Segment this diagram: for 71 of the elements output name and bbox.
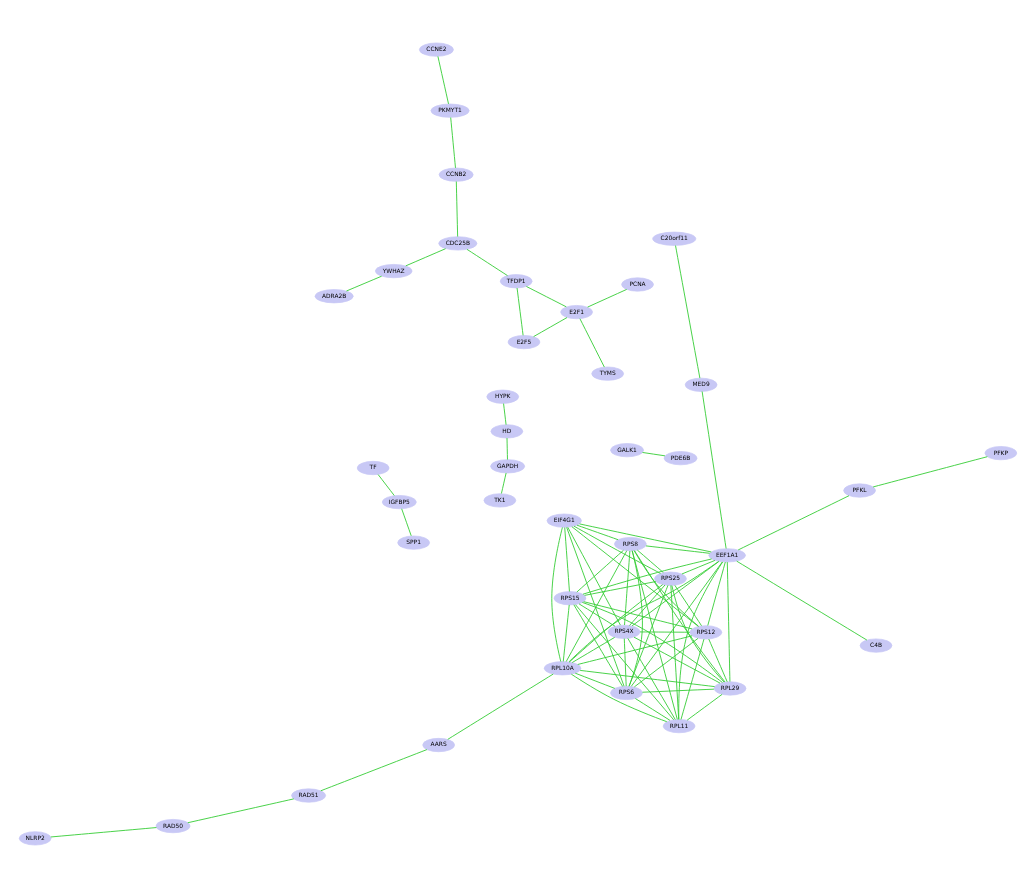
connector bbox=[573, 604, 624, 687]
connector bbox=[636, 549, 664, 573]
connector bbox=[187, 798, 295, 824]
connector bbox=[579, 318, 605, 368]
connector bbox=[568, 561, 720, 663]
connector bbox=[736, 560, 868, 641]
connector bbox=[642, 452, 666, 457]
connector bbox=[576, 524, 619, 541]
connector bbox=[571, 636, 616, 663]
connector bbox=[401, 508, 412, 537]
connector bbox=[450, 117, 456, 169]
connector bbox=[503, 403, 507, 426]
connector bbox=[562, 604, 570, 662]
connector bbox=[576, 549, 624, 593]
connector bbox=[583, 601, 693, 630]
connector bbox=[564, 527, 570, 592]
connector bbox=[377, 474, 395, 496]
connector bbox=[447, 673, 554, 740]
connector bbox=[320, 749, 428, 792]
connector bbox=[577, 635, 693, 665]
connector bbox=[570, 673, 668, 723]
connector bbox=[708, 638, 728, 683]
connector bbox=[631, 550, 678, 720]
connector bbox=[578, 603, 616, 627]
connector bbox=[701, 391, 727, 549]
connector bbox=[526, 286, 567, 308]
connector bbox=[629, 584, 666, 626]
connector bbox=[584, 581, 657, 596]
connector bbox=[686, 693, 723, 721]
connector bbox=[573, 525, 661, 574]
connector bbox=[575, 604, 675, 721]
connector bbox=[633, 550, 700, 627]
connector bbox=[674, 584, 702, 627]
connector bbox=[582, 558, 713, 595]
connector bbox=[566, 526, 625, 687]
connector bbox=[642, 688, 715, 693]
connector bbox=[633, 636, 721, 684]
connector bbox=[639, 631, 691, 633]
connector bbox=[533, 317, 568, 338]
connector bbox=[872, 456, 988, 488]
connector bbox=[623, 638, 627, 687]
connector bbox=[634, 698, 671, 721]
connector bbox=[726, 561, 731, 682]
connector bbox=[565, 550, 628, 663]
connector bbox=[50, 827, 157, 838]
connector bbox=[579, 669, 716, 688]
connector bbox=[346, 275, 383, 292]
connector bbox=[631, 561, 720, 627]
connector bbox=[571, 526, 699, 627]
connector bbox=[707, 561, 726, 626]
connector bbox=[568, 584, 664, 663]
connector bbox=[501, 472, 507, 494]
connector bbox=[567, 526, 621, 626]
connector bbox=[681, 559, 716, 575]
connector bbox=[645, 545, 711, 554]
connector bbox=[675, 245, 701, 379]
connector bbox=[466, 248, 508, 277]
connector bbox=[680, 638, 705, 720]
connector bbox=[455, 181, 459, 238]
connector bbox=[737, 495, 850, 551]
connector bbox=[574, 672, 616, 689]
connector bbox=[516, 287, 524, 336]
connector bbox=[624, 550, 631, 626]
connector bbox=[587, 288, 628, 308]
connector bbox=[633, 637, 699, 688]
connector bbox=[628, 584, 669, 687]
connector bbox=[437, 55, 449, 105]
connector bbox=[405, 248, 447, 267]
connector bbox=[551, 527, 563, 663]
connector bbox=[506, 437, 508, 460]
connector bbox=[627, 637, 676, 721]
